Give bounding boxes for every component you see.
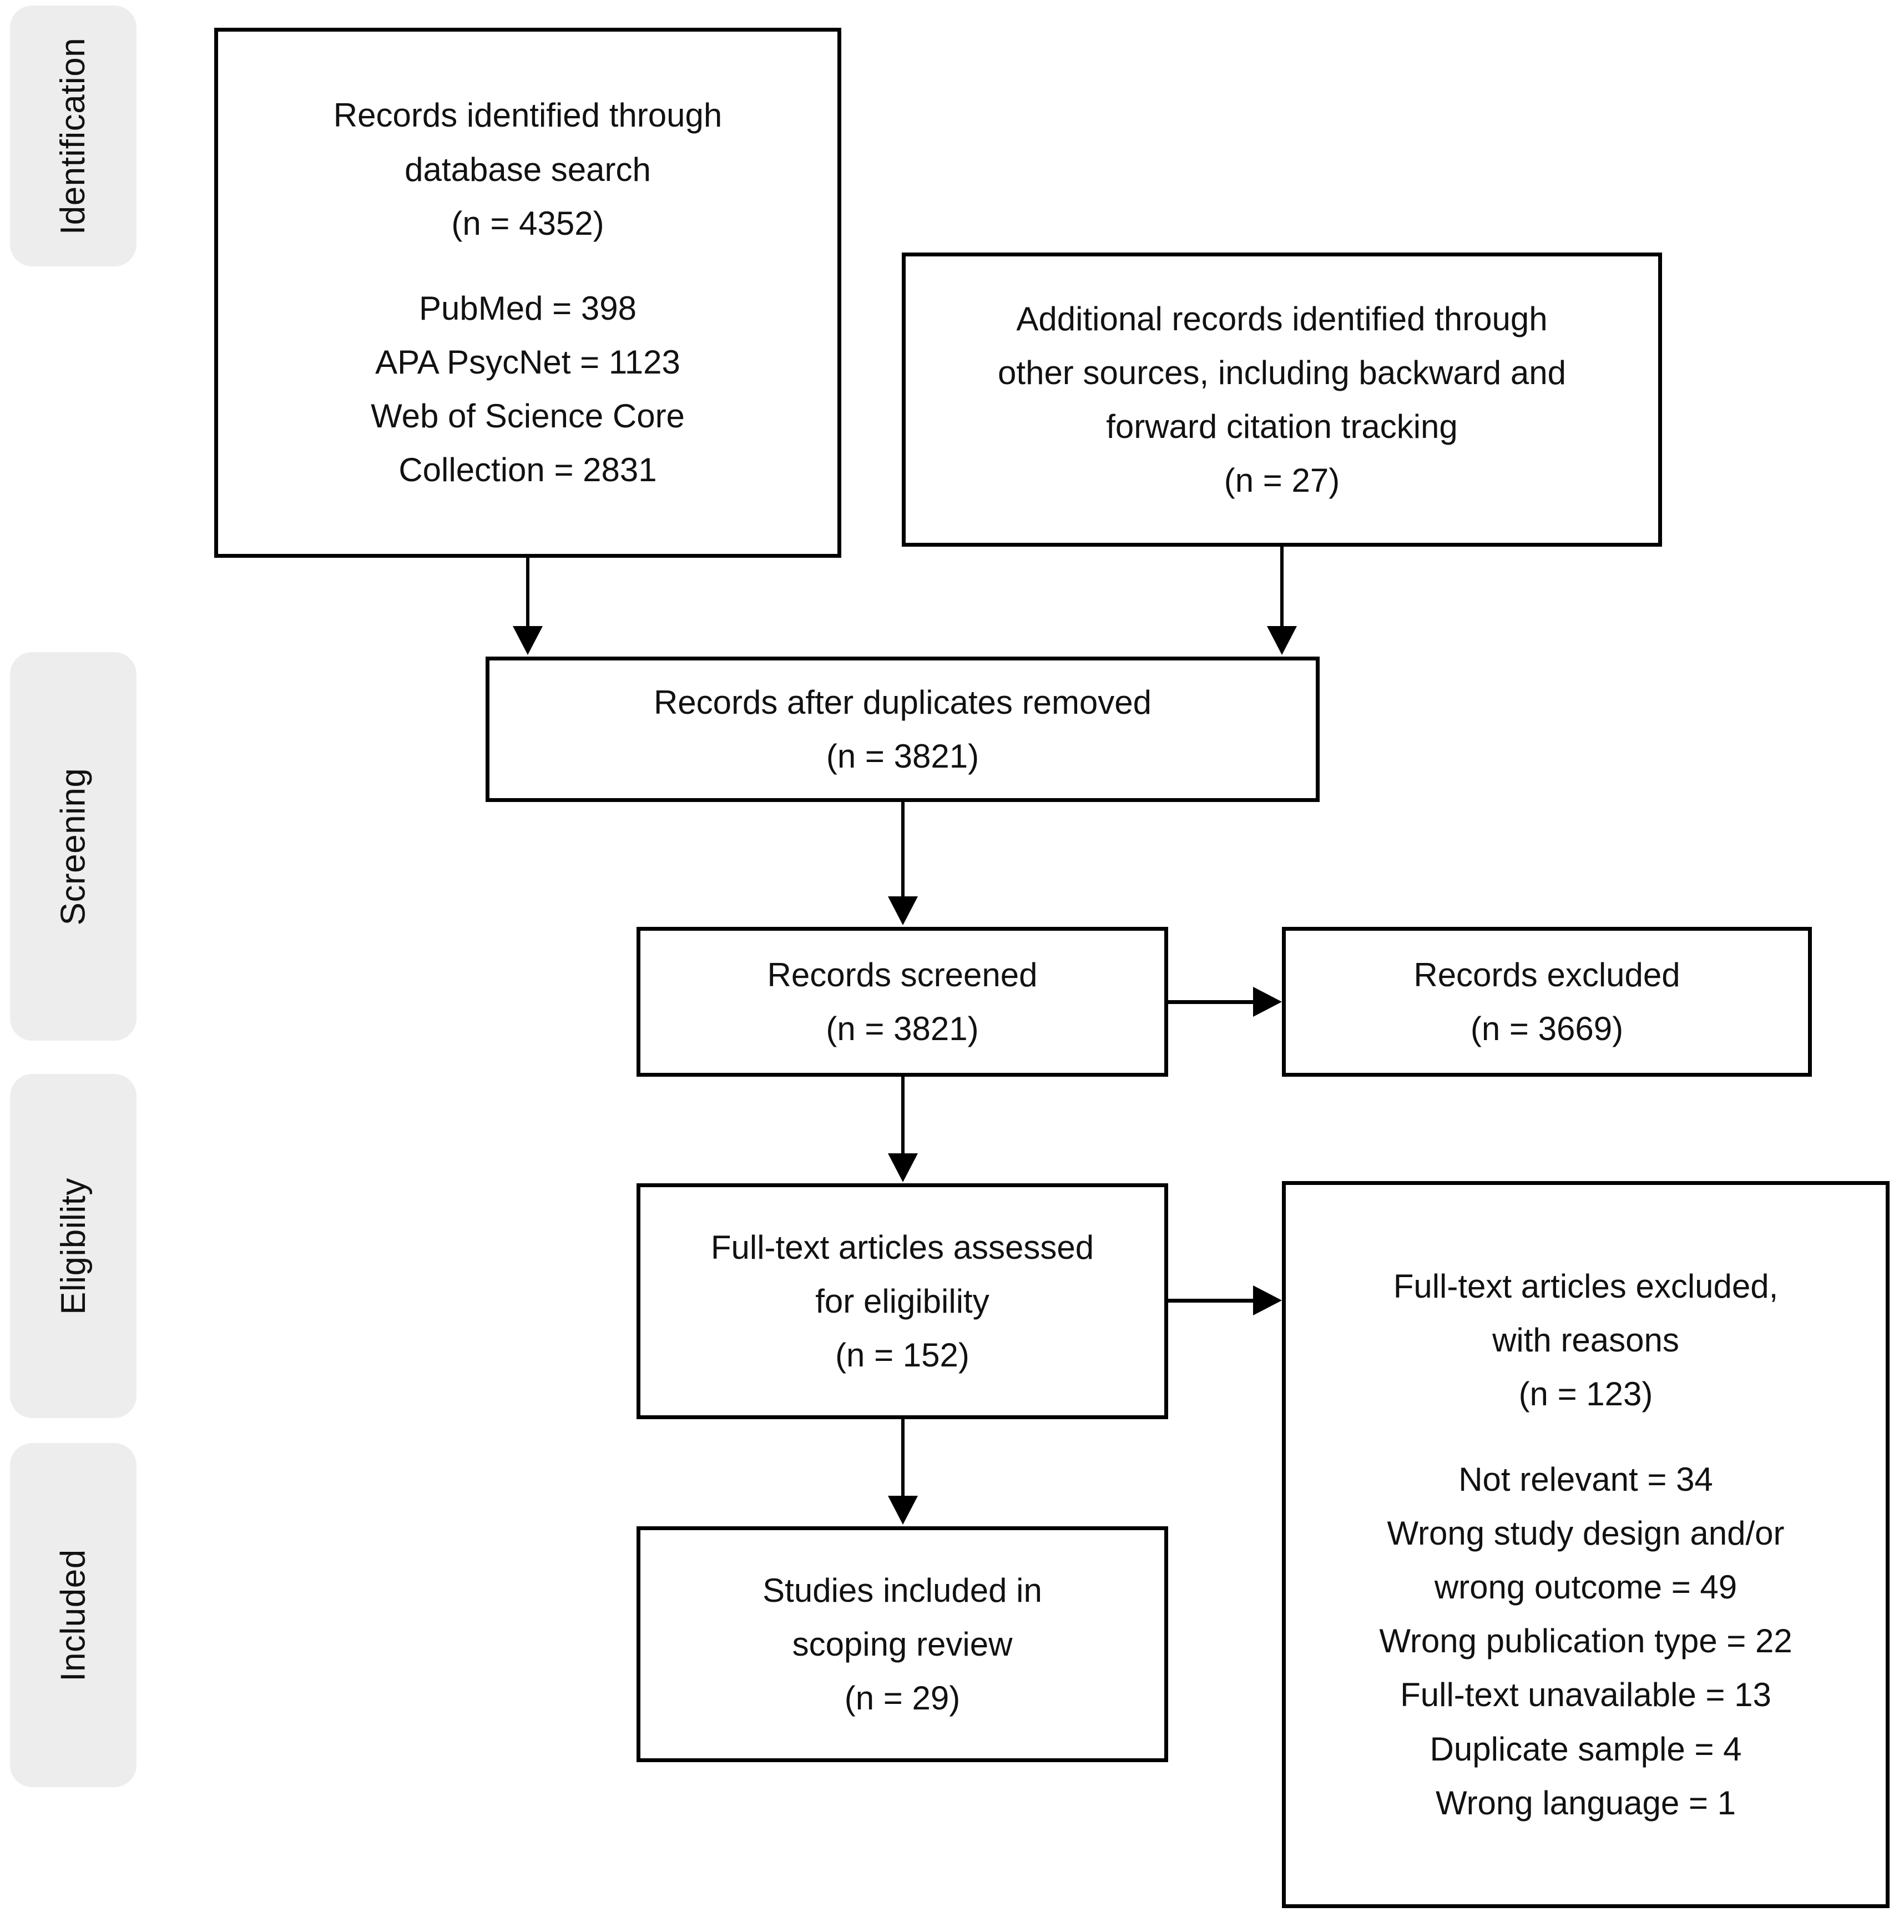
records-identified-source-wos-1: Web of Science Core bbox=[371, 397, 685, 435]
duplicates-removed-line1: Records after duplicates removed bbox=[653, 683, 1152, 721]
box-additional-records: Additional records identified through ot… bbox=[902, 253, 1662, 547]
stage-tab-eligibility: Eligibility bbox=[10, 1074, 137, 1418]
additional-records-line3: forward citation tracking bbox=[1106, 408, 1458, 445]
studies-included-line2: scoping review bbox=[792, 1625, 1013, 1663]
connector-fulltext-to-included bbox=[901, 1419, 905, 1497]
arrowhead-screened-to-fulltext bbox=[888, 1153, 918, 1182]
additional-records-count: (n = 27) bbox=[1224, 462, 1340, 500]
connector-identified-to-duplicates bbox=[526, 558, 529, 627]
exclusion-reason-duplicate-sample: Duplicate sample = 4 bbox=[1430, 1730, 1742, 1768]
fulltext-excluded-line2: with reasons bbox=[1492, 1321, 1679, 1359]
connector-additional-to-duplicates bbox=[1280, 547, 1284, 627]
stage-tab-screening: Screening bbox=[10, 652, 137, 1041]
stage-tab-included-label: Included bbox=[54, 1548, 93, 1682]
exclusion-reason-wrong-publication-type: Wrong publication type = 22 bbox=[1379, 1622, 1792, 1660]
box-fulltext-assessed: Full-text articles assessed for eligibil… bbox=[637, 1183, 1168, 1419]
records-identified-line1: Records identified through bbox=[333, 97, 723, 134]
records-identified-source-wos-2: Collection = 2831 bbox=[398, 451, 657, 489]
arrowhead-identified-to-duplicates bbox=[513, 626, 543, 655]
arrowhead-duplicates-to-screened bbox=[888, 896, 918, 925]
records-excluded-line1: Records excluded bbox=[1413, 956, 1680, 993]
stage-tab-identification: Identification bbox=[10, 6, 137, 266]
box-records-identified: Records identified through database sear… bbox=[214, 28, 841, 558]
connector-duplicates-to-screened bbox=[901, 802, 905, 897]
connector-screened-to-fulltext bbox=[901, 1077, 905, 1154]
studies-included-line1: Studies included in bbox=[762, 1571, 1042, 1609]
box-duplicates-removed: Records after duplicates removed (n = 38… bbox=[486, 657, 1320, 802]
records-identified-line2: database search bbox=[405, 150, 651, 188]
stage-tab-screening-label: Screening bbox=[54, 768, 93, 925]
duplicates-removed-count: (n = 3821) bbox=[826, 738, 979, 775]
arrowhead-screened-to-excluded bbox=[1253, 987, 1282, 1017]
exclusion-reason-wrong-language: Wrong language = 1 bbox=[1436, 1784, 1736, 1822]
records-excluded-count: (n = 3669) bbox=[1470, 1010, 1624, 1047]
box-records-excluded: Records excluded (n = 3669) bbox=[1282, 927, 1812, 1077]
additional-records-line2: other sources, including backward and bbox=[998, 354, 1566, 391]
additional-records-line1: Additional records identified through bbox=[1016, 300, 1548, 337]
fulltext-assessed-line2: for eligibility bbox=[815, 1282, 989, 1320]
exclusion-reason-wrong-design-2: wrong outcome = 49 bbox=[1434, 1568, 1738, 1606]
records-screened-line1: Records screened bbox=[767, 956, 1038, 993]
exclusion-reason-not-relevant: Not relevant = 34 bbox=[1458, 1460, 1713, 1498]
records-identified-source-pubmed: PubMed = 398 bbox=[419, 289, 637, 327]
stage-tab-identification-label: Identification bbox=[54, 37, 93, 235]
box-fulltext-excluded: Full-text articles excluded, with reason… bbox=[1282, 1181, 1890, 1908]
records-identified-count: (n = 4352) bbox=[451, 204, 604, 242]
box-records-screened: Records screened (n = 3821) bbox=[637, 927, 1168, 1077]
box-studies-included: Studies included in scoping review (n = … bbox=[637, 1526, 1168, 1762]
stage-tab-eligibility-label: Eligibility bbox=[54, 1177, 93, 1315]
exclusion-reason-wrong-design-1: Wrong study design and/or bbox=[1387, 1514, 1785, 1552]
fulltext-assessed-count: (n = 152) bbox=[835, 1336, 969, 1374]
records-identified-source-psycnet: APA PsycNet = 1123 bbox=[375, 344, 680, 381]
arrowhead-fulltext-to-included bbox=[888, 1496, 918, 1525]
arrowhead-additional-to-duplicates bbox=[1267, 626, 1297, 655]
studies-included-count: (n = 29) bbox=[844, 1679, 961, 1717]
stage-tab-included: Included bbox=[10, 1443, 137, 1787]
connector-screened-to-excluded bbox=[1168, 1000, 1254, 1004]
fulltext-excluded-count: (n = 123) bbox=[1518, 1375, 1653, 1413]
exclusion-reason-fulltext-unavailable: Full-text unavailable = 13 bbox=[1400, 1676, 1771, 1714]
connector-fulltext-to-excluded bbox=[1168, 1299, 1254, 1303]
records-screened-count: (n = 3821) bbox=[826, 1010, 979, 1047]
arrowhead-fulltext-to-excluded bbox=[1253, 1285, 1282, 1315]
fulltext-assessed-line1: Full-text articles assessed bbox=[710, 1228, 1094, 1266]
fulltext-excluded-line1: Full-text articles excluded, bbox=[1393, 1268, 1779, 1305]
